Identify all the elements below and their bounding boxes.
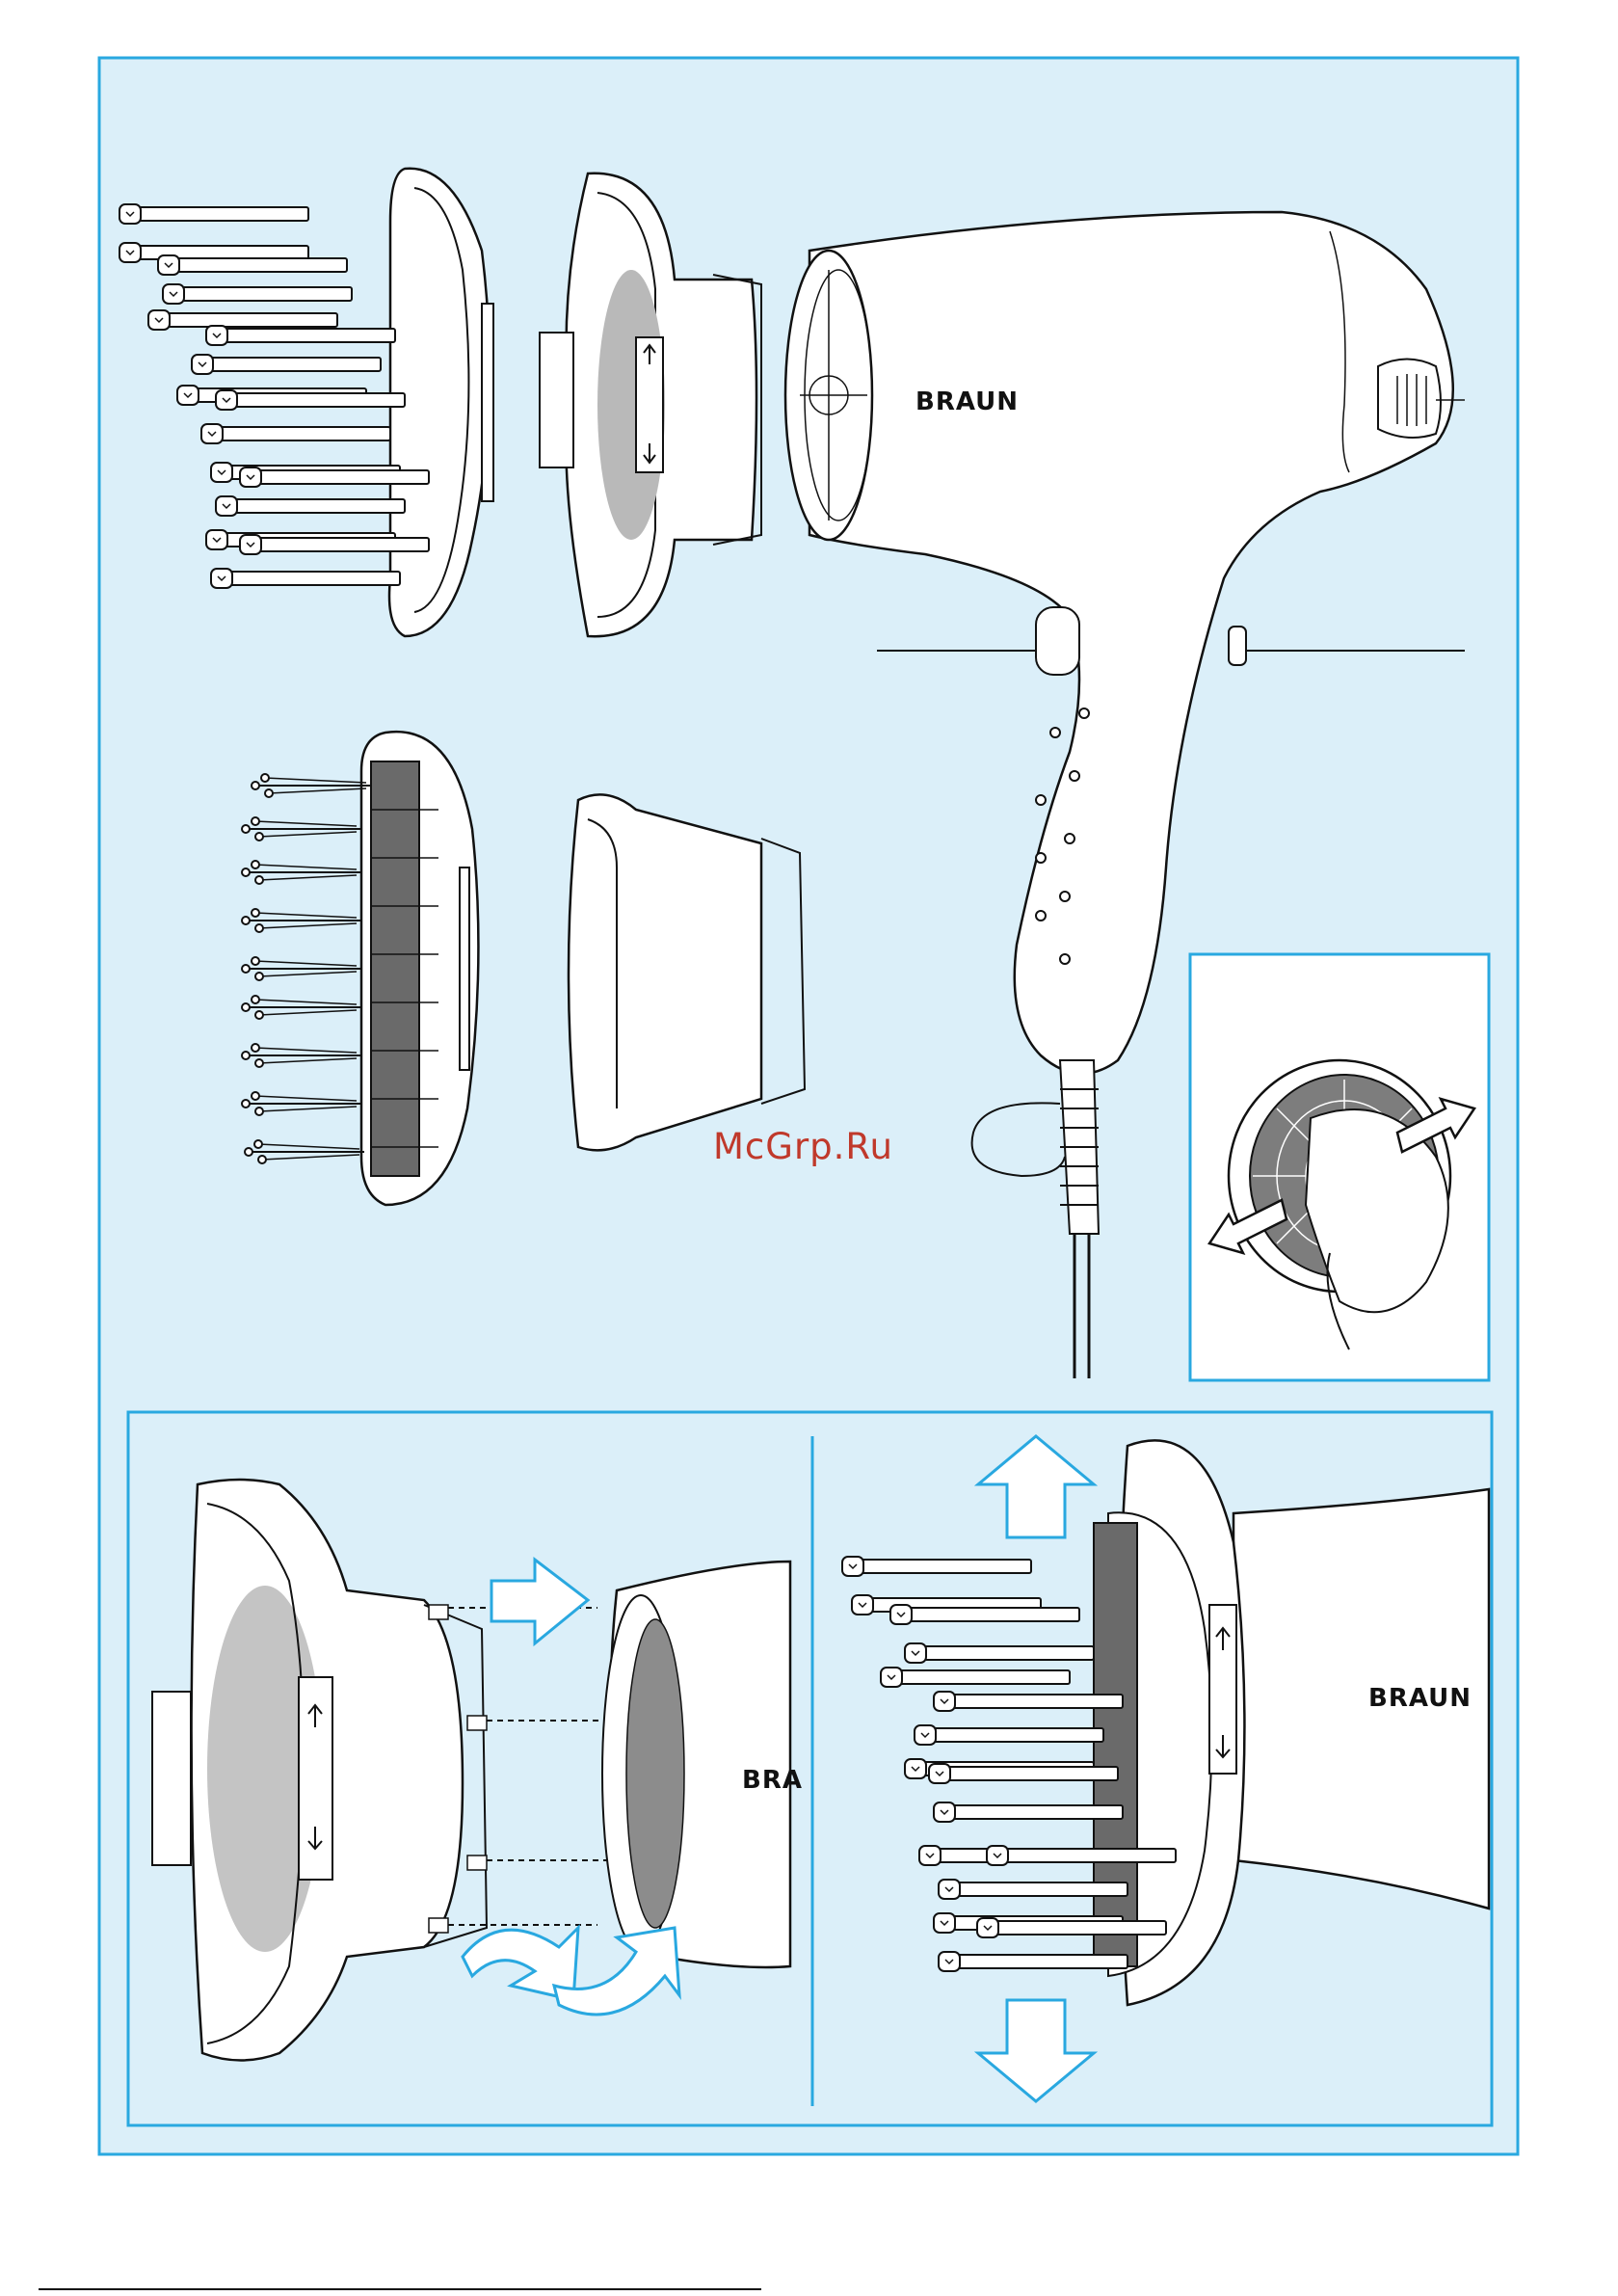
watermark-text: McGrp.Ru bbox=[713, 1126, 893, 1167]
dryer-brand-partial-label: BRA bbox=[742, 1766, 803, 1795]
dryer-brand-label: BRAUN bbox=[915, 387, 1019, 416]
filter-cleaning-icon bbox=[1190, 954, 1489, 1380]
attached-dryer-brand-label: BRAUN bbox=[1368, 1684, 1472, 1713]
